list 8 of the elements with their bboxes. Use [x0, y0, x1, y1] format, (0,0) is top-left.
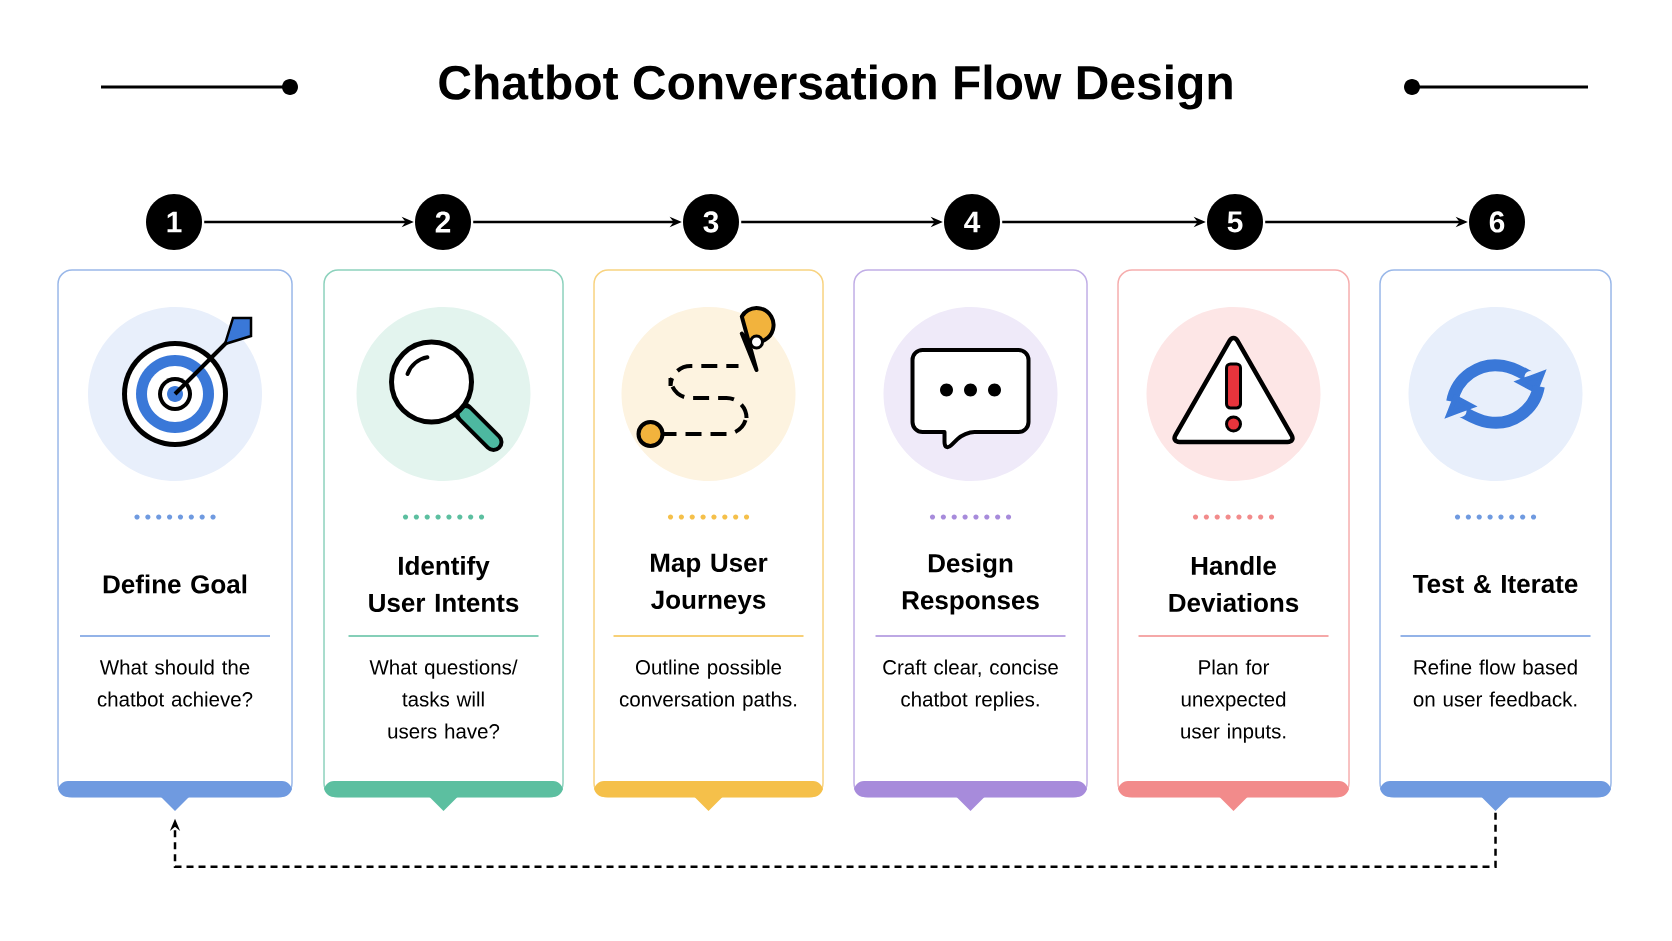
- step-number: 1: [146, 194, 202, 250]
- arrow: [169, 812, 1497, 868]
- step-number: 2: [415, 194, 471, 250]
- step-number: 3: [683, 194, 739, 250]
- title: Chatbot Conversation Flow Design: [439, 64, 1232, 110]
- step-number: 5: [1207, 194, 1263, 250]
- step-number: 6: [1469, 194, 1525, 250]
- step-number: 4: [944, 194, 1000, 250]
